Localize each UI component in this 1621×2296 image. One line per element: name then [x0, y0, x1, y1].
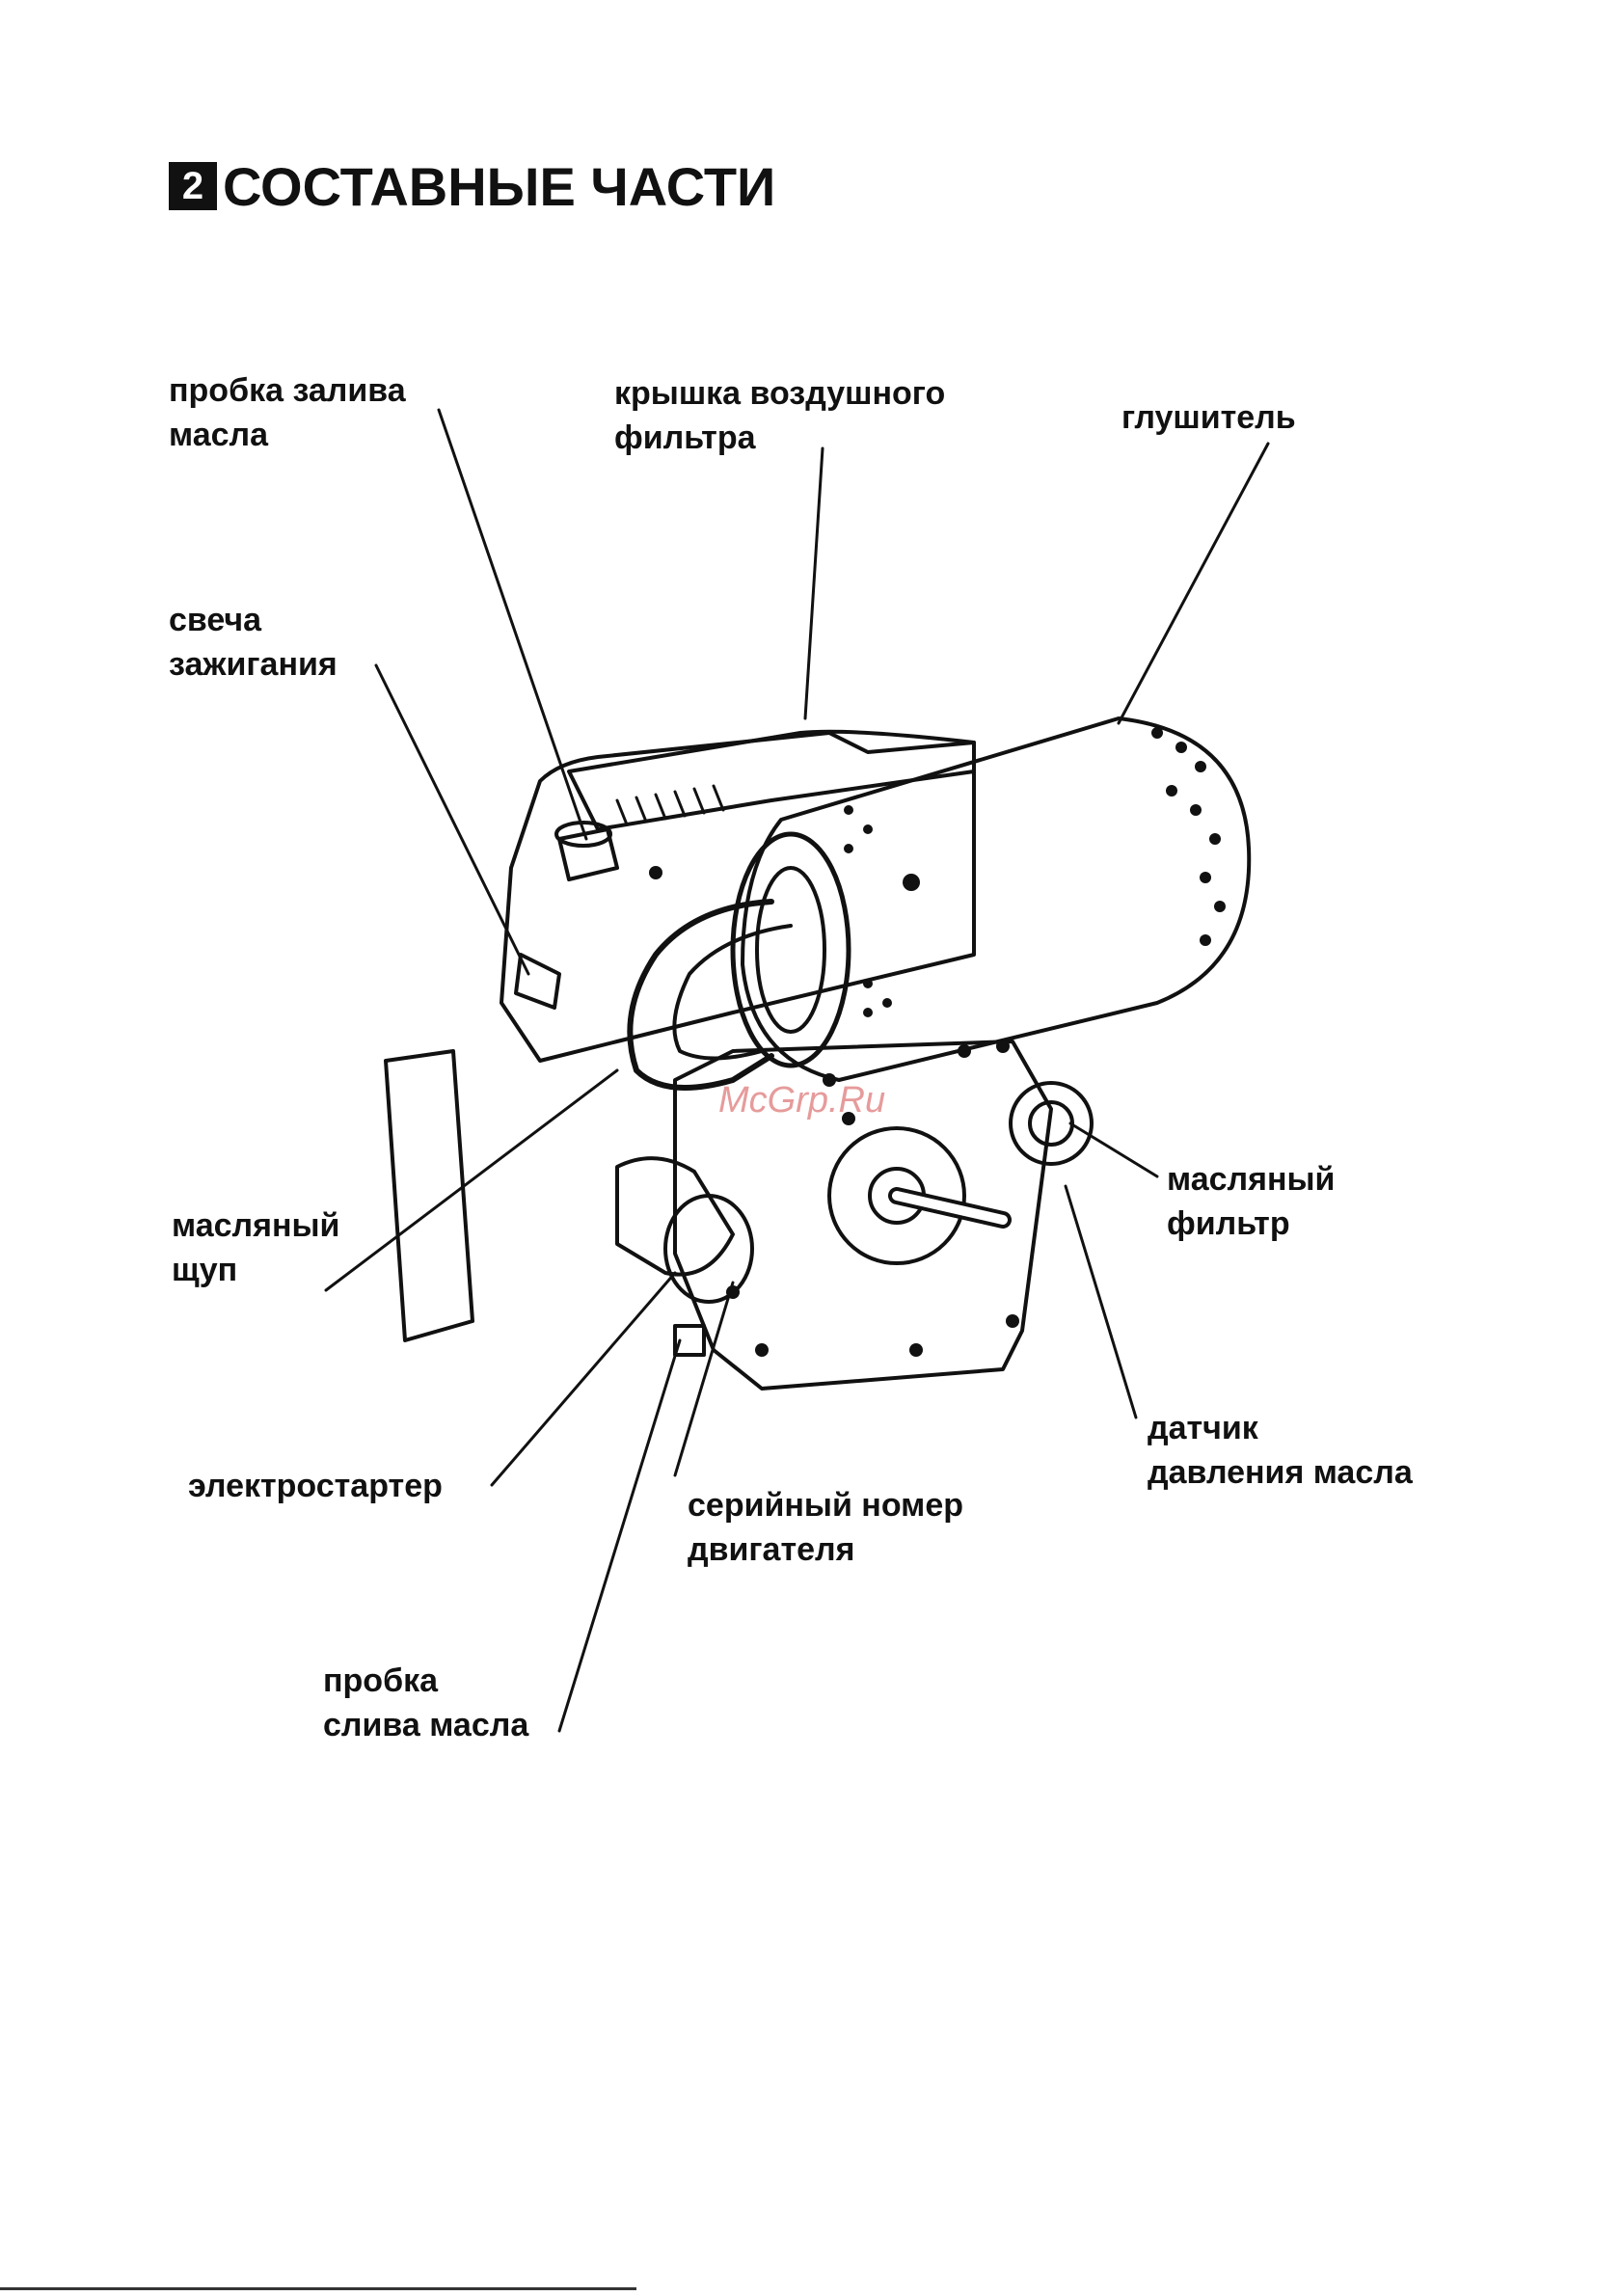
leader-air-filter-cover [805, 448, 823, 718]
label-engine-serial-number: серийный номер двигателя [688, 1483, 963, 1572]
leader-dipstick [326, 1070, 617, 1290]
leader-oil-drain-plug [559, 1340, 680, 1731]
footer-rule [0, 2287, 636, 2290]
exhaust-pipe [630, 902, 771, 1088]
label-spark-plug: свеча зажигания [169, 598, 338, 687]
label-dipstick: масляный щуп [172, 1203, 339, 1292]
label-oil-fill-cap: пробка залива масла [169, 368, 406, 457]
control-box [386, 1051, 473, 1340]
leader-oil-pressure-sensor [1066, 1186, 1136, 1418]
leader-spark-plug [376, 665, 528, 974]
leader-oil-fill-cap [439, 410, 586, 839]
label-muffler: глушитель [1121, 395, 1296, 440]
leader-serial-number [675, 1283, 733, 1475]
label-oil-drain-plug: пробка слива масла [323, 1659, 528, 1747]
leader-muffler [1119, 444, 1268, 723]
watermark: McGrp.Ru [718, 1080, 885, 1121]
label-electric-starter: электростартер [188, 1464, 443, 1508]
label-oil-filter: масляный фильтр [1167, 1157, 1335, 1246]
label-oil-pressure-sensor: датчик давления масла [1148, 1406, 1413, 1495]
leader-electric-starter [492, 1273, 675, 1485]
label-air-filter-cover: крышка воздушного фильтра [614, 371, 945, 460]
